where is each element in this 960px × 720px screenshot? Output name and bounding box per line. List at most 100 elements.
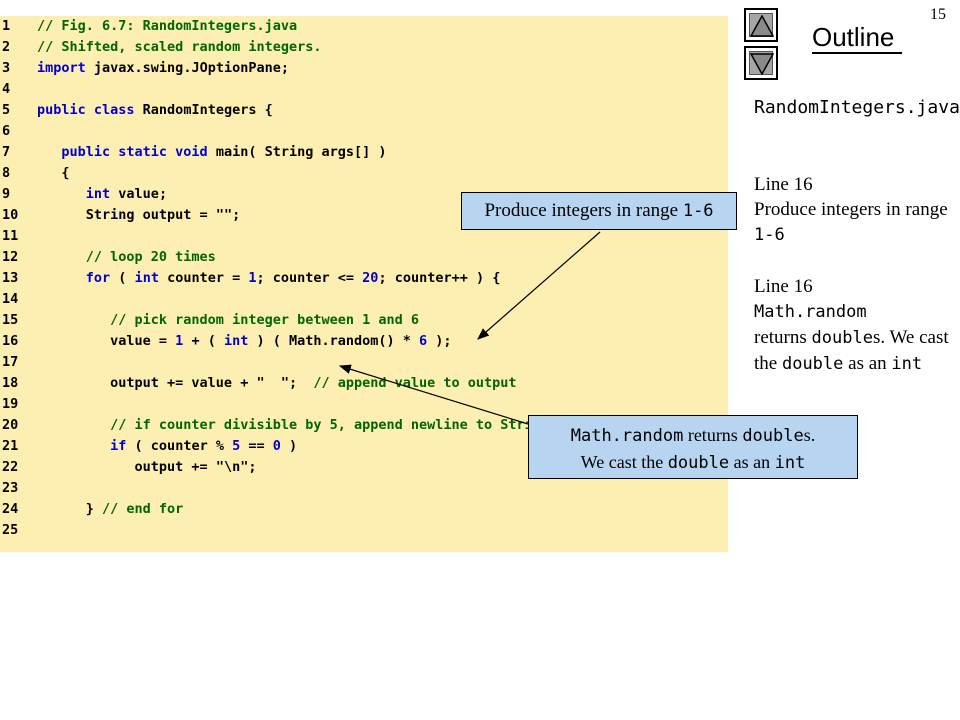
code-token: if [110, 438, 127, 454]
code-token: for [85, 270, 111, 286]
note-code: Math.random [754, 302, 867, 322]
line-number: 15 [2, 312, 19, 328]
code-token: 20 [362, 270, 379, 286]
callout-code: int [774, 453, 806, 473]
code-text: output += "\n"; [37, 457, 257, 478]
code-text: int value; [37, 184, 167, 205]
code-listing: 1 // Fig. 6.7: RandomIntegers.java 2 // Shi… [0, 16, 728, 552]
sidebar-filename: RandomIntegers.java [754, 97, 960, 118]
code-token: // Shifted, scaled random integers. [37, 39, 322, 55]
line-number: 9 [2, 186, 11, 202]
note-code: double [811, 328, 873, 348]
callout-code: double [742, 426, 804, 446]
code-token: public static void [61, 144, 208, 160]
code-token: "\n" [215, 459, 249, 475]
line-number: 17 [2, 354, 19, 370]
line-number: 12 [2, 249, 19, 265]
code-token: 1 [248, 270, 257, 286]
arrow-random [338, 364, 529, 425]
callout-text: s. [803, 425, 816, 445]
code-text: { [37, 163, 70, 184]
line-number: 11 [2, 228, 19, 244]
code-text: String output = ""; [37, 205, 240, 226]
code-token: String output = [37, 207, 216, 223]
sidebar-note-text: Produce integers in range 1-6 [754, 197, 954, 248]
code-token: 1 [175, 333, 184, 349]
sidebar-note-line: Line 16 [754, 276, 813, 297]
code-token: } [37, 501, 103, 517]
line-number: 5 [2, 102, 11, 118]
line-number: 1 [2, 18, 11, 34]
code-token: output += [37, 459, 216, 475]
code-token: ; [288, 375, 314, 391]
next-slide-button[interactable] [744, 46, 778, 80]
code-text: // Fig. 6.7: RandomIntegers.java [37, 16, 297, 37]
note-text: Produce integers in range [754, 199, 948, 220]
code-token: int [134, 270, 159, 286]
triangle-up-icon [750, 15, 774, 37]
callout-line: Math.random returns doubles. [529, 422, 857, 449]
code-token: // Fig. 6.7: RandomIntegers.java [37, 18, 298, 34]
callout-random: Math.random returns doubles. We cast the… [528, 415, 858, 479]
callout-code: Math.random [570, 426, 684, 446]
line-number: 21 [2, 438, 19, 454]
code-token: { [37, 165, 70, 181]
line-number: 2 [2, 39, 11, 55]
code-token: javax.swing.JOptionPane; [85, 60, 289, 76]
code-token: output += value + [37, 375, 257, 391]
code-text: // pick random integer between 1 and 6 [37, 310, 419, 331]
sidebar-note-text: Math.random returns doubles. We cast the… [754, 299, 954, 377]
line-number: 16 [2, 333, 19, 349]
code-token: int [85, 186, 111, 202]
code-token: import [37, 60, 86, 76]
note-code: 1-6 [754, 225, 785, 245]
callout-text: Produce integers in range [484, 200, 683, 221]
code-token: "" [215, 207, 233, 223]
line-number: 4 [2, 81, 11, 97]
sidebar-note-range: Line 16 Produce integers in range 1-6 [754, 172, 954, 248]
line-number: 20 [2, 417, 19, 433]
code-token: // end for [102, 501, 184, 517]
code-text: // loop 20 times [37, 247, 216, 268]
arrow-range [477, 231, 601, 340]
code-text: for ( int counter = 1; counter <= 20; co… [37, 268, 501, 289]
note-text: returns [754, 327, 812, 348]
callout-text: as an [729, 452, 775, 472]
line-number: 14 [2, 291, 19, 307]
code-token: == [240, 438, 273, 454]
previous-slide-button[interactable] [744, 8, 778, 42]
code-text: value = 1 + ( int ) ( Math.random() * 6 … [37, 331, 451, 352]
code-text: public class RandomIntegers { [37, 100, 273, 121]
outline-underline [812, 52, 902, 54]
note-code: int [891, 354, 923, 374]
code-token: ( [110, 270, 135, 286]
code-text: if ( counter % 5 == 0 ) [37, 436, 297, 457]
line-number: 13 [2, 270, 19, 286]
sidebar-note-random: Line 16 Math.random returns doubles. We … [754, 274, 954, 377]
code-token: public class [37, 102, 135, 118]
line-number: 22 [2, 459, 19, 475]
callout-code: double [667, 453, 730, 473]
code-text: } // end for [37, 499, 184, 520]
code-token: // pick random integer between 1 and 6 [37, 312, 420, 328]
note-text: as an [843, 353, 892, 374]
outline-link[interactable]: Outline [812, 22, 895, 52]
code-token: value = [37, 333, 176, 349]
sidebar-note-line: Line 16 [754, 174, 813, 195]
code-text: // Shifted, scaled random integers. [37, 37, 321, 58]
code-token: ) [280, 438, 298, 454]
callout-text: returns [683, 425, 743, 445]
code-token: RandomIntegers { [134, 102, 273, 118]
code-token: ; [232, 207, 241, 223]
line-number: 23 [2, 480, 19, 496]
code-token: ) ( Math.random() * [248, 333, 420, 349]
line-number: 10 [2, 207, 19, 223]
line-number: 19 [2, 396, 19, 412]
code-token: + ( [183, 333, 224, 349]
callout-range: Produce integers in range 1-6 [461, 192, 737, 230]
code-text: public static void main( String args[] ) [37, 142, 386, 163]
line-number: 7 [2, 144, 11, 160]
callout-text: We cast the [580, 452, 668, 472]
callout-code: 1-6 [682, 201, 714, 221]
